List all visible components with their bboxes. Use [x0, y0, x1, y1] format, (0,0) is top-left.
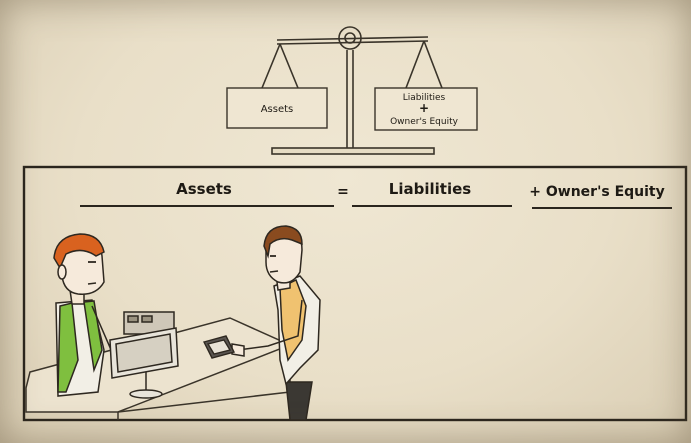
assets-pan [226, 87, 328, 129]
plus-pan-label: + [419, 101, 429, 115]
equation-owners-equity: + Owner's Equity [529, 184, 664, 200]
wallet-icon [202, 335, 236, 359]
equity-pan-label: Owner's Equity [390, 117, 459, 127]
equation-liabilities: Liabilities [389, 180, 471, 198]
assets-pan-label: Assets [261, 104, 294, 115]
liabilities-equity-pan [374, 87, 478, 131]
cash-register-icon [109, 311, 179, 399]
balance-scale-icon [261, 26, 443, 155]
liabilities-pan-label: Liabilities [403, 93, 446, 103]
clerk-figure [53, 233, 133, 397]
equation-assets: Assets [176, 180, 232, 198]
customer-figure [231, 225, 321, 421]
equation-equals: = [337, 184, 349, 200]
equation-panel [22, 165, 688, 422]
